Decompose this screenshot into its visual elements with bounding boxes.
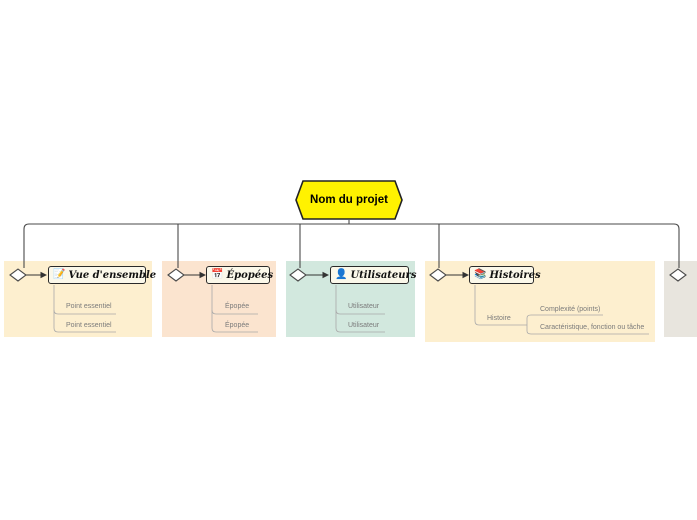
diamond-connector: [429, 268, 447, 282]
leaf-epopee[interactable]: Épopée: [225, 303, 250, 310]
topic-vue-ensemble[interactable]: 📝 Vue d'ensemble: [48, 266, 156, 284]
leaf-utilisateur[interactable]: Utilisateur: [348, 303, 380, 310]
leaf-point-essentiel[interactable]: Point essentiel: [66, 322, 112, 329]
diamond-connector: [9, 268, 27, 282]
user-icon: 👤: [335, 269, 348, 280]
leaf-epopee[interactable]: Épopée: [225, 322, 250, 329]
leaf-point-essentiel[interactable]: Point essentiel: [66, 303, 112, 310]
root-node-shape: [295, 180, 403, 220]
root-node[interactable]: Nom du projet: [295, 180, 403, 220]
leaf-complexite[interactable]: Complexité (points): [540, 306, 601, 313]
diamond-connector: [167, 268, 185, 282]
topic-epopees[interactable]: 📅 Épopées: [206, 266, 274, 284]
leaf-histoire[interactable]: Histoire: [487, 315, 511, 322]
topic-label: Vue d'ensemble: [68, 269, 157, 281]
book-icon: 📚: [474, 269, 487, 280]
topic-histoires[interactable]: 📚 Histoires: [469, 266, 541, 284]
topic-label: Utilisateurs: [350, 269, 417, 281]
topic-utilisateurs[interactable]: 👤 Utilisateurs: [330, 266, 416, 284]
calendar-icon: 📅: [211, 269, 224, 280]
leaf-utilisateur[interactable]: Utilisateur: [348, 322, 380, 329]
diamond-connector: [289, 268, 307, 282]
topic-label: Épopées: [226, 269, 274, 281]
topic-label: Histoires: [489, 269, 541, 281]
memo-icon: 📝: [53, 269, 66, 280]
root-node-label: Nom du projet: [310, 194, 388, 206]
diamond-connector: [669, 268, 687, 282]
leaf-caracteristique[interactable]: Caractéristique, fonction ou tâche: [540, 324, 645, 331]
